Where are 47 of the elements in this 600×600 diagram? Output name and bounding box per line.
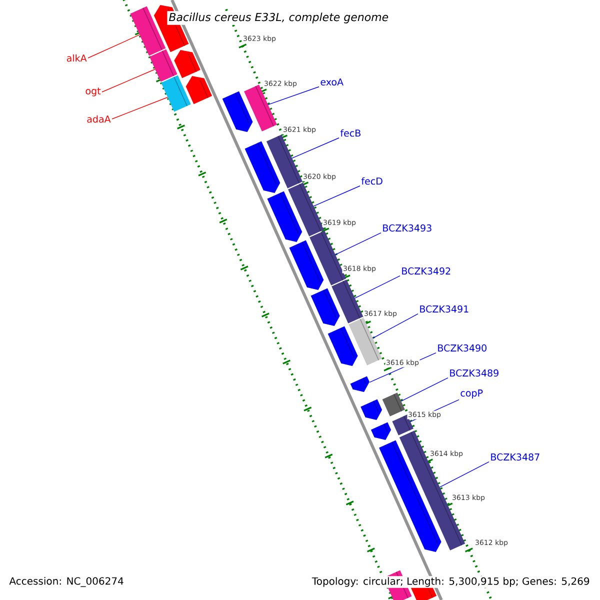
gene-pentagon: [186, 76, 212, 104]
leader-line: [334, 232, 382, 255]
gene-pentagon: [289, 240, 324, 290]
gene-block: [161, 75, 191, 112]
gene-pentagon: [310, 288, 340, 326]
gene-pentagon: [244, 141, 280, 193]
footer-text: Accession: NC_006274: [8, 576, 125, 588]
gene-label: BCZK3492: [402, 267, 450, 275]
gene-pentagon: [360, 399, 382, 420]
gene-block: [288, 182, 324, 236]
leader-line: [372, 313, 418, 338]
gene-label: BCZK3490: [438, 344, 486, 352]
gene-label: ogt: [86, 88, 101, 96]
gene-label: copP: [460, 390, 483, 398]
gene-block: [130, 6, 166, 56]
gene-label: fecD: [361, 177, 382, 185]
gene-block: [266, 134, 303, 188]
gene-label: BCZK3491: [420, 305, 468, 313]
gene-pentagon: [174, 50, 200, 78]
leader-line: [354, 275, 400, 298]
gene-pentagon: [350, 376, 370, 392]
gene-block: [149, 49, 178, 82]
gene-block: [244, 84, 277, 132]
gene-pentagon: [328, 326, 358, 366]
leader-line: [268, 86, 320, 105]
map-title: Bacillus cereus E33L, complete genome: [167, 11, 390, 25]
gene-label: alkA: [66, 54, 87, 62]
leader-line: [313, 186, 360, 206]
gene-label: BCZK3489: [450, 369, 498, 377]
gene-label: fecB: [340, 129, 360, 137]
gene-label: exoA: [320, 78, 344, 86]
gene-label: BCZK3487: [491, 453, 540, 461]
footer-text: Topology: circular; Length: 5,300,915 bp; Genes: 5,269: [310, 576, 591, 588]
gene-pentagon: [267, 191, 302, 242]
leader-line: [439, 461, 490, 488]
gene-label: adaA: [87, 115, 111, 123]
gene-label: BCZK3493: [383, 224, 432, 232]
leader-line: [88, 34, 140, 58]
leader-line: [112, 96, 168, 120]
gene-block: [348, 318, 382, 366]
leader-line: [292, 138, 340, 158]
leader-line: [102, 68, 156, 92]
gene-pentagon: [370, 422, 392, 440]
leader-line: [400, 377, 448, 402]
gene-block: [332, 280, 364, 324]
gene-pentagon: [222, 91, 253, 132]
gene-block: [382, 392, 405, 416]
